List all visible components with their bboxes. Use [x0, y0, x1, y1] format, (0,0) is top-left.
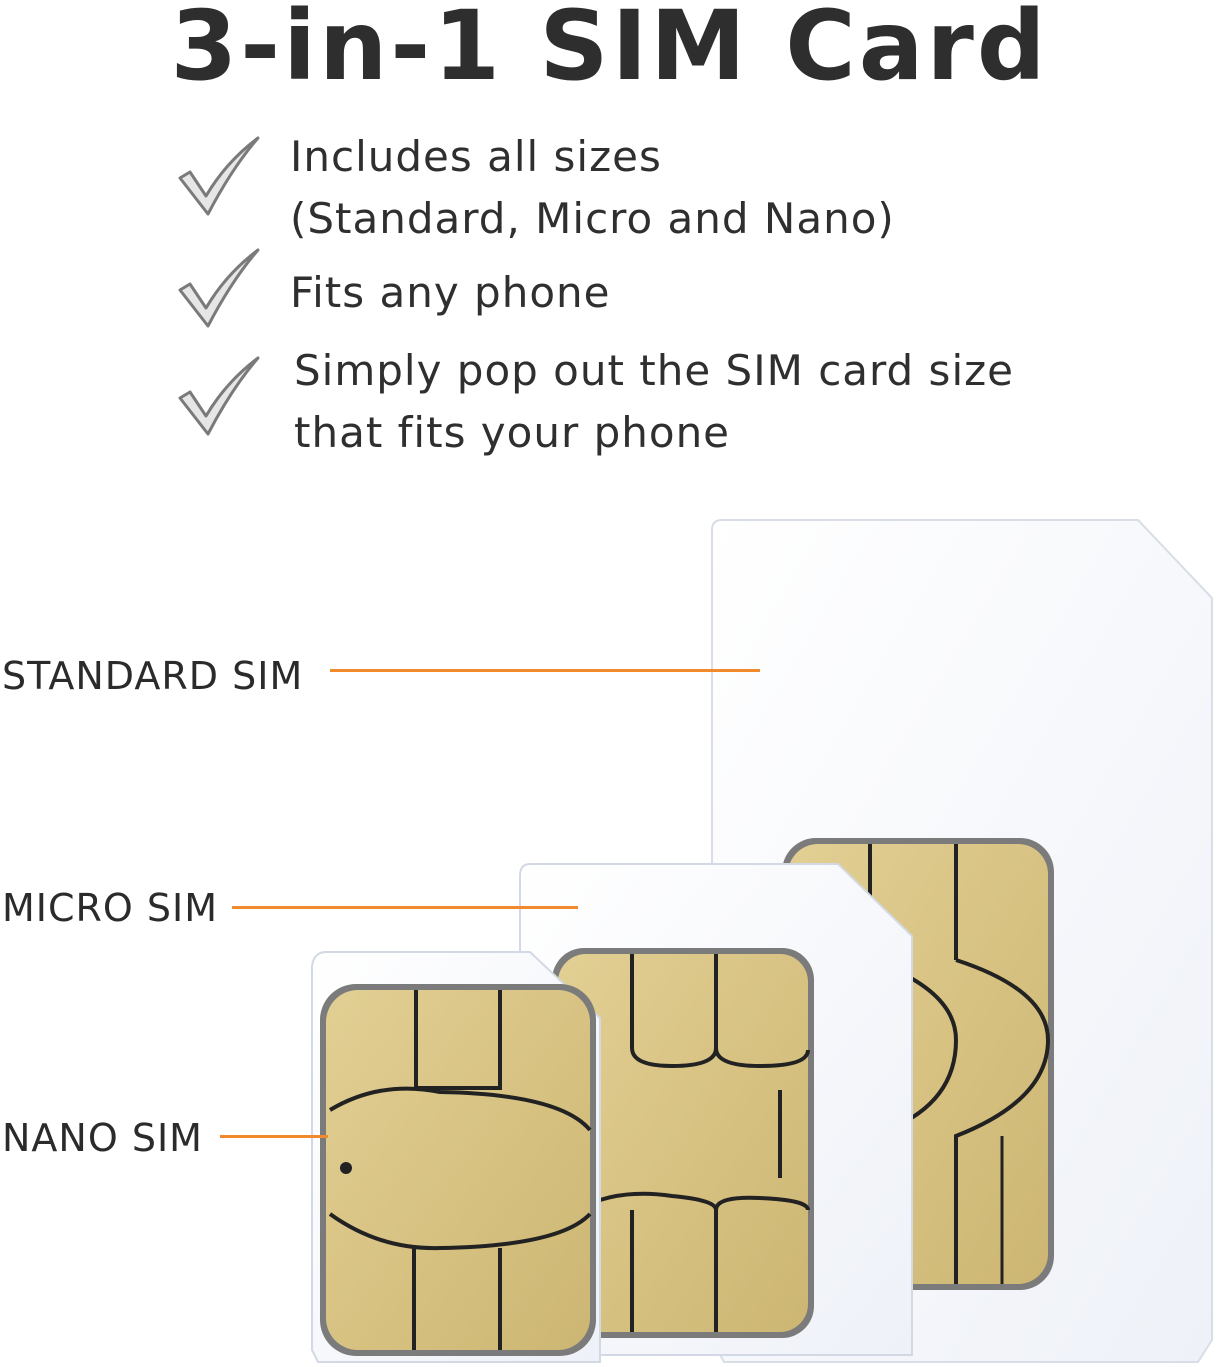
micro-sim-card: [519, 863, 913, 1356]
page-title: 3-in-1 SIM Card: [170, 0, 1049, 102]
feature-includes-all-sizes: Includes all sizes (Standard, Micro and …: [290, 132, 895, 243]
checkmark-icon: [178, 356, 260, 436]
leader-line-nano: [220, 1135, 328, 1138]
label-standard-sim: STANDARD SIM: [2, 654, 304, 698]
checkmark-icon: [178, 136, 260, 216]
nano-sim-card: [311, 951, 601, 1363]
checkmark-icon: [178, 248, 260, 328]
leader-line-micro: [232, 906, 578, 909]
label-micro-sim: MICRO SIM: [2, 886, 219, 930]
feature-pop-out: Simply pop out the SIM card size that fi…: [294, 346, 1014, 457]
feature-fits-any-phone: Fits any phone: [290, 268, 611, 317]
label-nano-sim: NANO SIM: [2, 1116, 203, 1160]
leader-line-standard: [330, 669, 760, 672]
